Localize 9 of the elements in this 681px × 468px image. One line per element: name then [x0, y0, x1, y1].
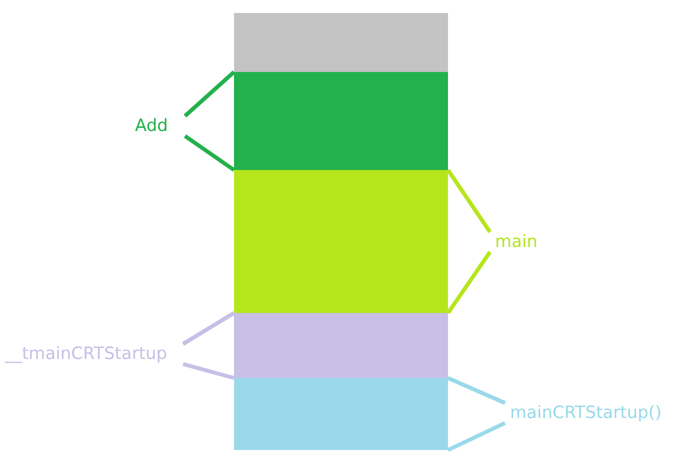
stack-frame-band — [234, 313, 448, 378]
stack-frame-band — [234, 378, 448, 450]
frame-label: main — [495, 232, 538, 252]
stack-frame-band — [234, 170, 448, 313]
frame-label: __tmainCRTStartup — [5, 344, 168, 364]
stack-frame-band — [234, 72, 448, 170]
frame-label: Add — [135, 116, 168, 136]
stack-frame-band — [234, 13, 448, 72]
frame-label: mainCRTStartup() — [510, 403, 662, 423]
